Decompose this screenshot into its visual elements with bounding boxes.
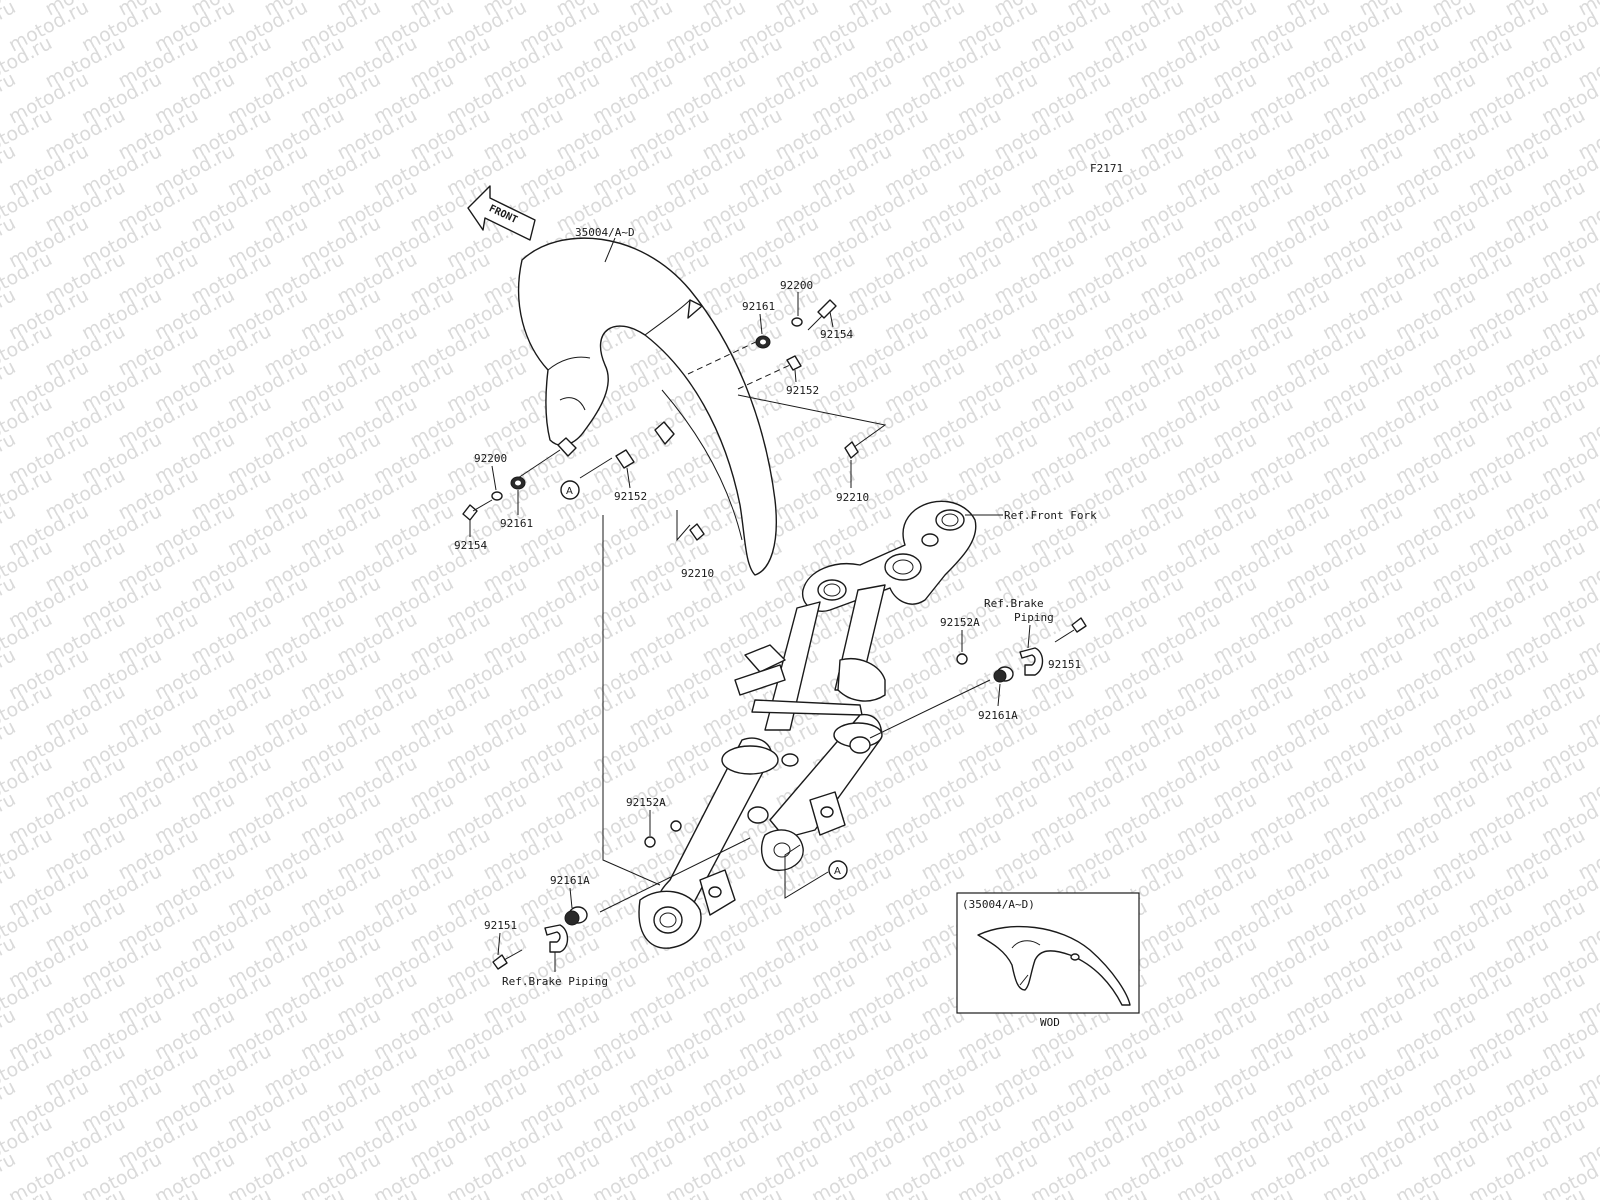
bolt-left <box>462 499 493 521</box>
label-bolt-left: 92154 <box>454 539 487 552</box>
bolt-left-lower <box>492 949 523 970</box>
label-grommet-left: 92161 <box>500 517 533 530</box>
mount-line-left-2 <box>517 449 561 479</box>
label-ref-front-fork: Ref.Front Fork <box>1004 509 1097 522</box>
collar-left <box>615 449 635 469</box>
label-fender: 35004/A~D <box>575 226 635 239</box>
washer-left <box>491 491 503 501</box>
label-ref-brake-piping-right-1: Ref.Brake <box>984 597 1044 610</box>
leader-clip-lower <box>676 510 691 542</box>
leader-vertical-left <box>602 515 661 886</box>
marker-a-top <box>560 480 580 500</box>
label-collar-left: 92152 <box>614 490 647 503</box>
label-grommet-a-right: 92161A <box>978 709 1018 722</box>
mount-line-left-lower <box>599 837 751 913</box>
front-arrow-icon: FRONT <box>467 185 536 241</box>
label-collar-top-right: 92152 <box>786 384 819 397</box>
label-collar-a-left: 92152A <box>626 796 666 809</box>
inset-variant-box: (35004/A~D) WOD <box>956 892 1140 1029</box>
marker-a-bottom-label: A <box>834 866 841 877</box>
brake-piping-clamp-right <box>1019 647 1044 676</box>
grommet-a-right <box>993 666 1014 683</box>
marker-a-bottom <box>828 860 848 880</box>
label-grommet-a-left: 92161A <box>550 874 590 887</box>
inset-fender <box>977 925 1131 1006</box>
grommet-top-right <box>755 335 771 349</box>
label-collar-a-right: 92152A <box>940 616 980 629</box>
label-washer-top-right: 92200 <box>780 279 813 292</box>
label-ref-brake-piping-left: Ref.Brake Piping <box>502 975 608 988</box>
label-bolt-left-lower: 92151 <box>484 919 517 932</box>
label-grommet-top-right: 92161 <box>742 300 775 313</box>
collar-top-right <box>786 355 802 371</box>
grommet-a-left <box>564 906 588 926</box>
part-labels: 35004/A~D 92200 92161 92154 92152 92210 … <box>454 226 1097 988</box>
grommet-left <box>510 476 526 490</box>
clip-lower <box>689 523 705 541</box>
mount-line-right <box>869 679 991 739</box>
label-ref-brake-piping-right-2: Piping <box>1014 611 1054 624</box>
label-washer-left: 92200 <box>474 452 507 465</box>
inset-title: (35004/A~D) <box>962 898 1035 911</box>
label-bolt-top-right: 92154 <box>820 328 853 341</box>
collar-a-right <box>956 653 968 665</box>
inset-caption: WOD <box>1040 1016 1060 1029</box>
mount-line-upper <box>687 339 761 375</box>
leader-clip-right <box>737 394 887 451</box>
front-fender <box>517 237 777 576</box>
collar-a-left-2 <box>670 820 682 832</box>
front-fork-assembly <box>638 500 977 949</box>
brake-piping-clamp-left <box>544 924 569 953</box>
label-clip-lower: 92210 <box>681 567 714 580</box>
label-clip-right: 92210 <box>836 491 869 504</box>
bolt-right <box>1054 617 1087 643</box>
collar-a-left <box>644 836 656 848</box>
mount-line-left <box>579 457 613 479</box>
marker-a-top-label: A <box>566 486 573 497</box>
diagram-code: F2171 <box>1090 162 1123 175</box>
leader-marker-a-bottom <box>784 844 829 899</box>
bolt-top-right <box>807 299 837 331</box>
clip-right <box>844 441 859 459</box>
washer-top-right <box>791 317 803 327</box>
label-bolt-right: 92151 <box>1048 658 1081 671</box>
